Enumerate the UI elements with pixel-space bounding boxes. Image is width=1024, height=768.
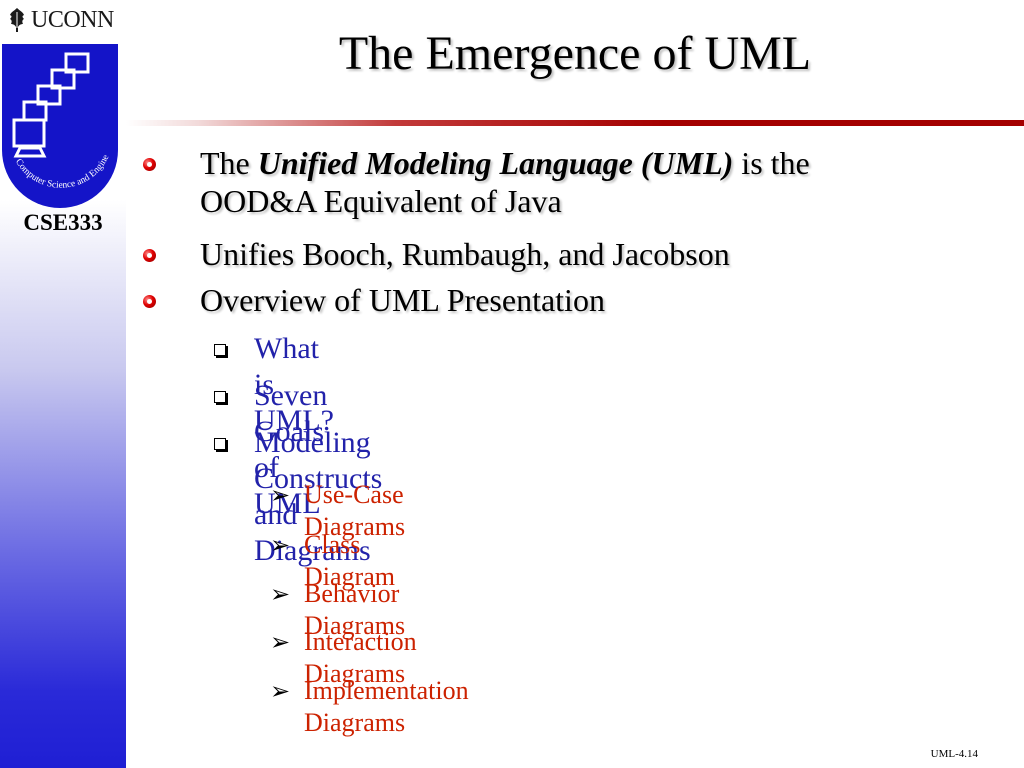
sub-bullet-seven-goals: Seven Goals of UML — [254, 379, 328, 520]
bullet-suffix: is the — [733, 145, 810, 181]
cse-department-logo: Computer Science and Engineering — [0, 40, 118, 208]
hollow-square-bullet-icon — [214, 391, 226, 403]
bullet-continuation: OOD&A Equivalent of Java — [200, 183, 562, 219]
arrowhead-bullet-icon: ➢ — [270, 580, 291, 608]
item-use-case-diagrams: Use-Case Diagrams — [304, 480, 406, 541]
title-divider — [126, 120, 1024, 126]
bullet-uml-definition: The Unified Modeling Language (UML) is t… — [200, 144, 970, 220]
oak-leaf-icon — [10, 8, 24, 32]
arrowhead-bullet-icon: ➢ — [270, 531, 291, 559]
arrowhead-bullet-icon: ➢ — [270, 628, 291, 656]
bullet-prefix: The — [200, 145, 258, 181]
item-implementation-diagrams: Implementation Diagrams — [304, 676, 469, 737]
hollow-square-bullet-icon — [214, 344, 226, 356]
arrowhead-bullet-icon: ➢ — [270, 677, 291, 705]
red-ring-bullet-icon — [143, 249, 156, 262]
item-interaction-diagrams: Interaction Diagrams — [304, 627, 417, 688]
hollow-square-bullet-icon — [214, 438, 226, 450]
red-ring-bullet-icon — [143, 158, 156, 171]
sub-bullet-modeling-constructs: Modeling Constructs and Diagrams — [254, 426, 383, 567]
sub-bullet-what-is-uml: What is UML? — [254, 332, 334, 437]
sidebar: UCONN Computer Science and Engineering C… — [0, 0, 126, 768]
uconn-brand: UCONN — [6, 4, 114, 36]
bullet-unifies: Unifies Booch, Rumbaugh, and Jacobson — [200, 236, 730, 272]
uconn-wordmark: UCONN — [31, 6, 114, 33]
bullet-overview: Overview of UML Presentation — [200, 282, 605, 318]
arrowhead-bullet-icon: ➢ — [270, 481, 291, 509]
slide-title: The Emergence of UML — [338, 27, 812, 80]
item-class-diagram: Class Diagram — [304, 530, 395, 591]
slide-number: UML-4.14 — [930, 748, 978, 760]
course-code: CSE333 — [23, 210, 103, 235]
bullet-emphasis: Unified Modeling Language (UML) — [257, 145, 734, 181]
red-ring-bullet-icon — [143, 295, 156, 308]
item-behavior-diagrams: Behavior Diagrams — [304, 579, 406, 640]
